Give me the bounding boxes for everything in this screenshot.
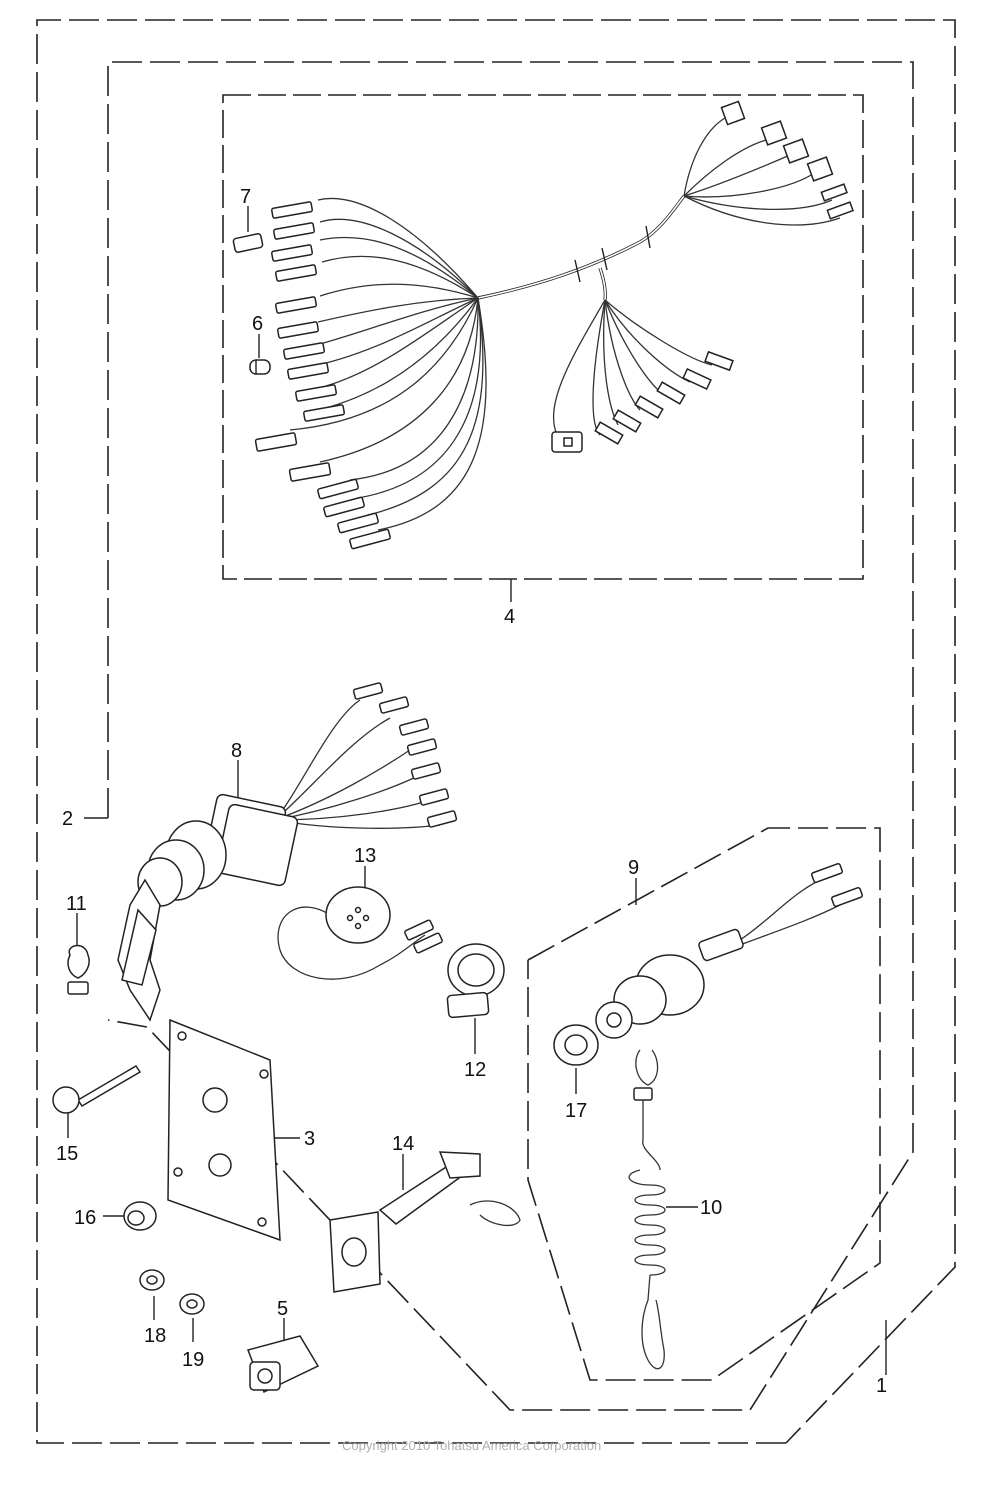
- callout-5: 5: [277, 1298, 288, 1320]
- callout-13: 13: [354, 845, 376, 867]
- callout-10: 10: [700, 1197, 722, 1219]
- clip-part-11: [67, 944, 90, 995]
- callout-1: 1: [876, 1375, 887, 1397]
- nut-part-16: [123, 1201, 157, 1231]
- callout-17: 17: [565, 1100, 587, 1122]
- callout-7: 7: [240, 186, 251, 208]
- panel-plate-part-3: [167, 1018, 281, 1242]
- bracket-part-14: [329, 1151, 521, 1293]
- buzzer-part-13: [277, 886, 443, 980]
- callout-11: 11: [66, 893, 87, 915]
- sleeve-part-7: [232, 233, 264, 253]
- callout-4: 4: [504, 606, 515, 628]
- washer-part-18: [139, 1269, 165, 1291]
- ignition-switch-part-8: [117, 682, 458, 1022]
- copyright-text: Copyright 2010 Tohatsu America Corporati…: [342, 1438, 601, 1453]
- group-outline-4: [222, 94, 864, 580]
- callout-2: 2: [62, 808, 73, 830]
- callout-18: 18: [144, 1325, 166, 1347]
- callout-8: 8: [231, 740, 242, 762]
- cap-part-6: [249, 359, 271, 375]
- callout-12: 12: [464, 1059, 486, 1081]
- screw-part-15: [52, 1064, 142, 1114]
- lanyard-part-10: [628, 1049, 666, 1370]
- group-outline-1: [36, 19, 956, 1444]
- callout-16: 16: [74, 1207, 96, 1229]
- callout-15: 15: [56, 1143, 78, 1165]
- callout-19: 19: [182, 1349, 204, 1371]
- callout-9: 9: [628, 857, 639, 879]
- callout-6: 6: [252, 313, 263, 335]
- wiring-harness-part-4: [254, 100, 854, 550]
- ring-holder-part-12: [446, 943, 505, 1019]
- group-outline-9: [527, 827, 881, 1381]
- stop-switch-part-9: [595, 862, 863, 1039]
- callout-3: 3: [304, 1128, 315, 1150]
- nut-part-17: [553, 1024, 599, 1066]
- connector-part-5: [247, 1335, 320, 1394]
- washer-part-19: [179, 1293, 205, 1315]
- callout-14: 14: [392, 1133, 414, 1155]
